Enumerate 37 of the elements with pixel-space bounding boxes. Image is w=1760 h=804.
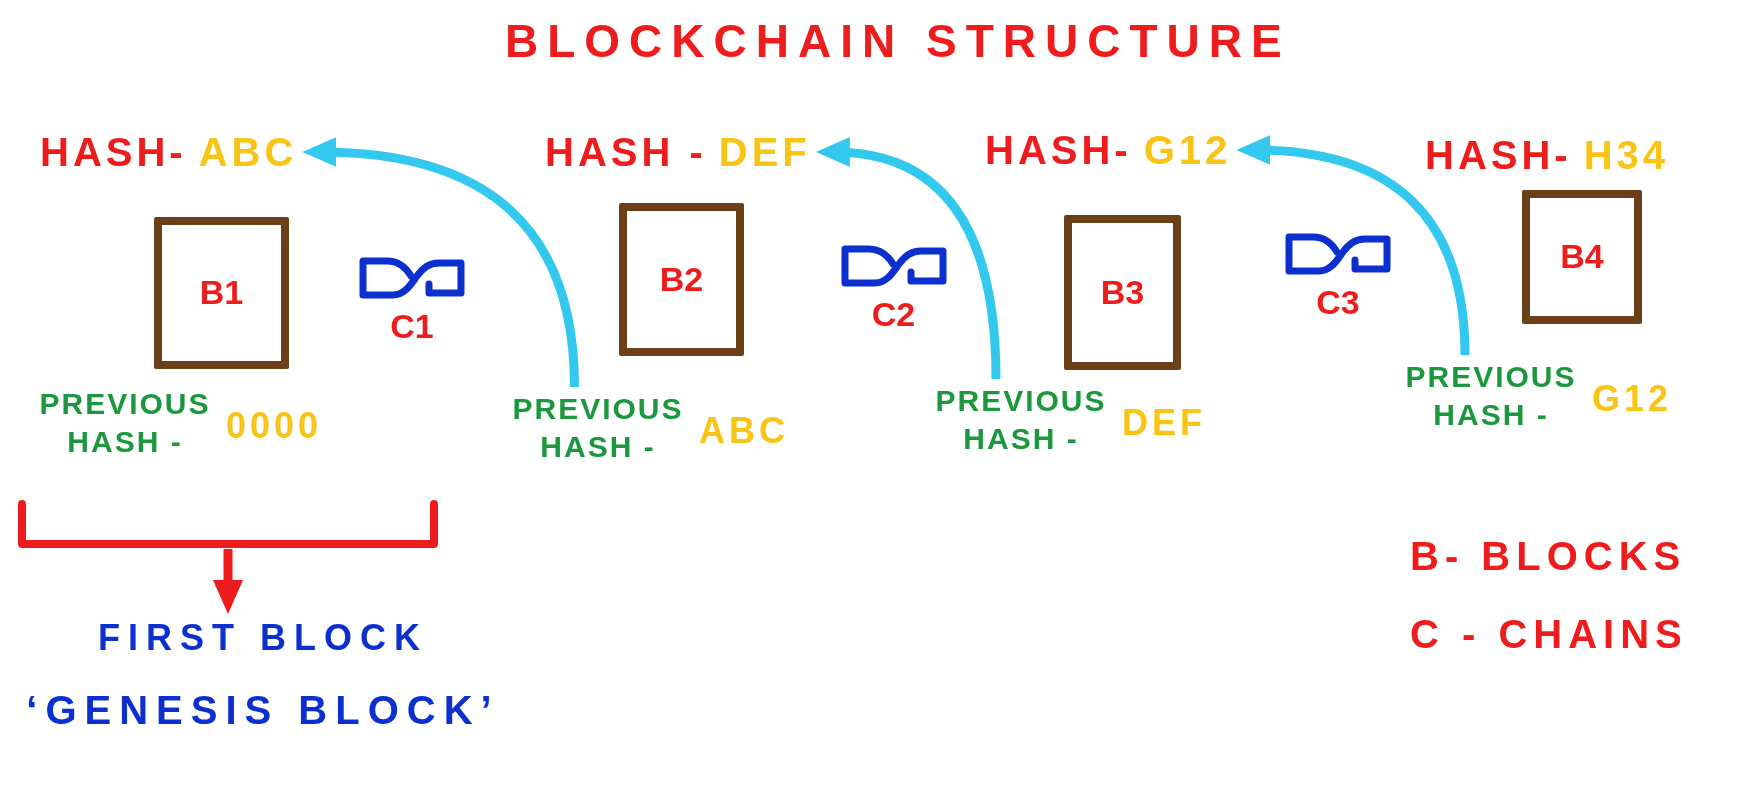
previous-hash-value: G12: [1592, 378, 1673, 419]
title: BLOCKCHAIN STRUCTURE: [505, 16, 1291, 67]
previous-hash-value: 0000: [226, 405, 323, 446]
hash-value: G12: [1143, 128, 1232, 172]
bracket: [18, 500, 438, 550]
caption-text: FIRST BLOCK: [98, 618, 428, 658]
key-text: B- BLOCKS: [1410, 534, 1687, 578]
hash-label: HASH-: [40, 130, 187, 174]
block-label: B4: [1560, 238, 1604, 276]
arrow: [213, 549, 243, 614]
block-box: [1522, 190, 1642, 324]
previous-hash-label: PREVIOUS HASH -: [38, 386, 212, 460]
previous-hash-label: PREVIOUS HASH -: [934, 383, 1108, 457]
hash-value: DEF: [718, 130, 811, 174]
block-label: B2: [659, 260, 704, 299]
curved-arrow: [302, 137, 579, 388]
curved-arrow: [815, 138, 1001, 380]
hash-value: H34: [1583, 133, 1670, 177]
previous-hash-value: DEF: [1122, 402, 1206, 443]
hash-label: HASH-: [985, 128, 1132, 172]
curved-arrow: [1236, 135, 1470, 356]
hash-value: ABC: [198, 130, 298, 174]
previous-hash-label: PREVIOUS HASH -: [1404, 359, 1578, 433]
block-label: B1: [199, 274, 244, 312]
chain-label: C2: [871, 296, 916, 334]
chain-label: C3: [1316, 284, 1360, 322]
caption-text: ‘GENESIS BLOCK’: [26, 687, 500, 732]
key-text: C - CHAINS: [1410, 612, 1688, 656]
block-box: [154, 217, 289, 369]
previous-hash-label: PREVIOUS HASH -: [511, 391, 685, 465]
hash-label: HASH -: [545, 130, 707, 174]
block-box: [619, 203, 744, 356]
block-box: [1064, 215, 1181, 370]
hash-label: HASH-: [1425, 133, 1572, 177]
previous-hash-value: ABC: [699, 410, 789, 451]
chain-label: C1: [390, 308, 434, 346]
block-label: B3: [1100, 273, 1145, 312]
